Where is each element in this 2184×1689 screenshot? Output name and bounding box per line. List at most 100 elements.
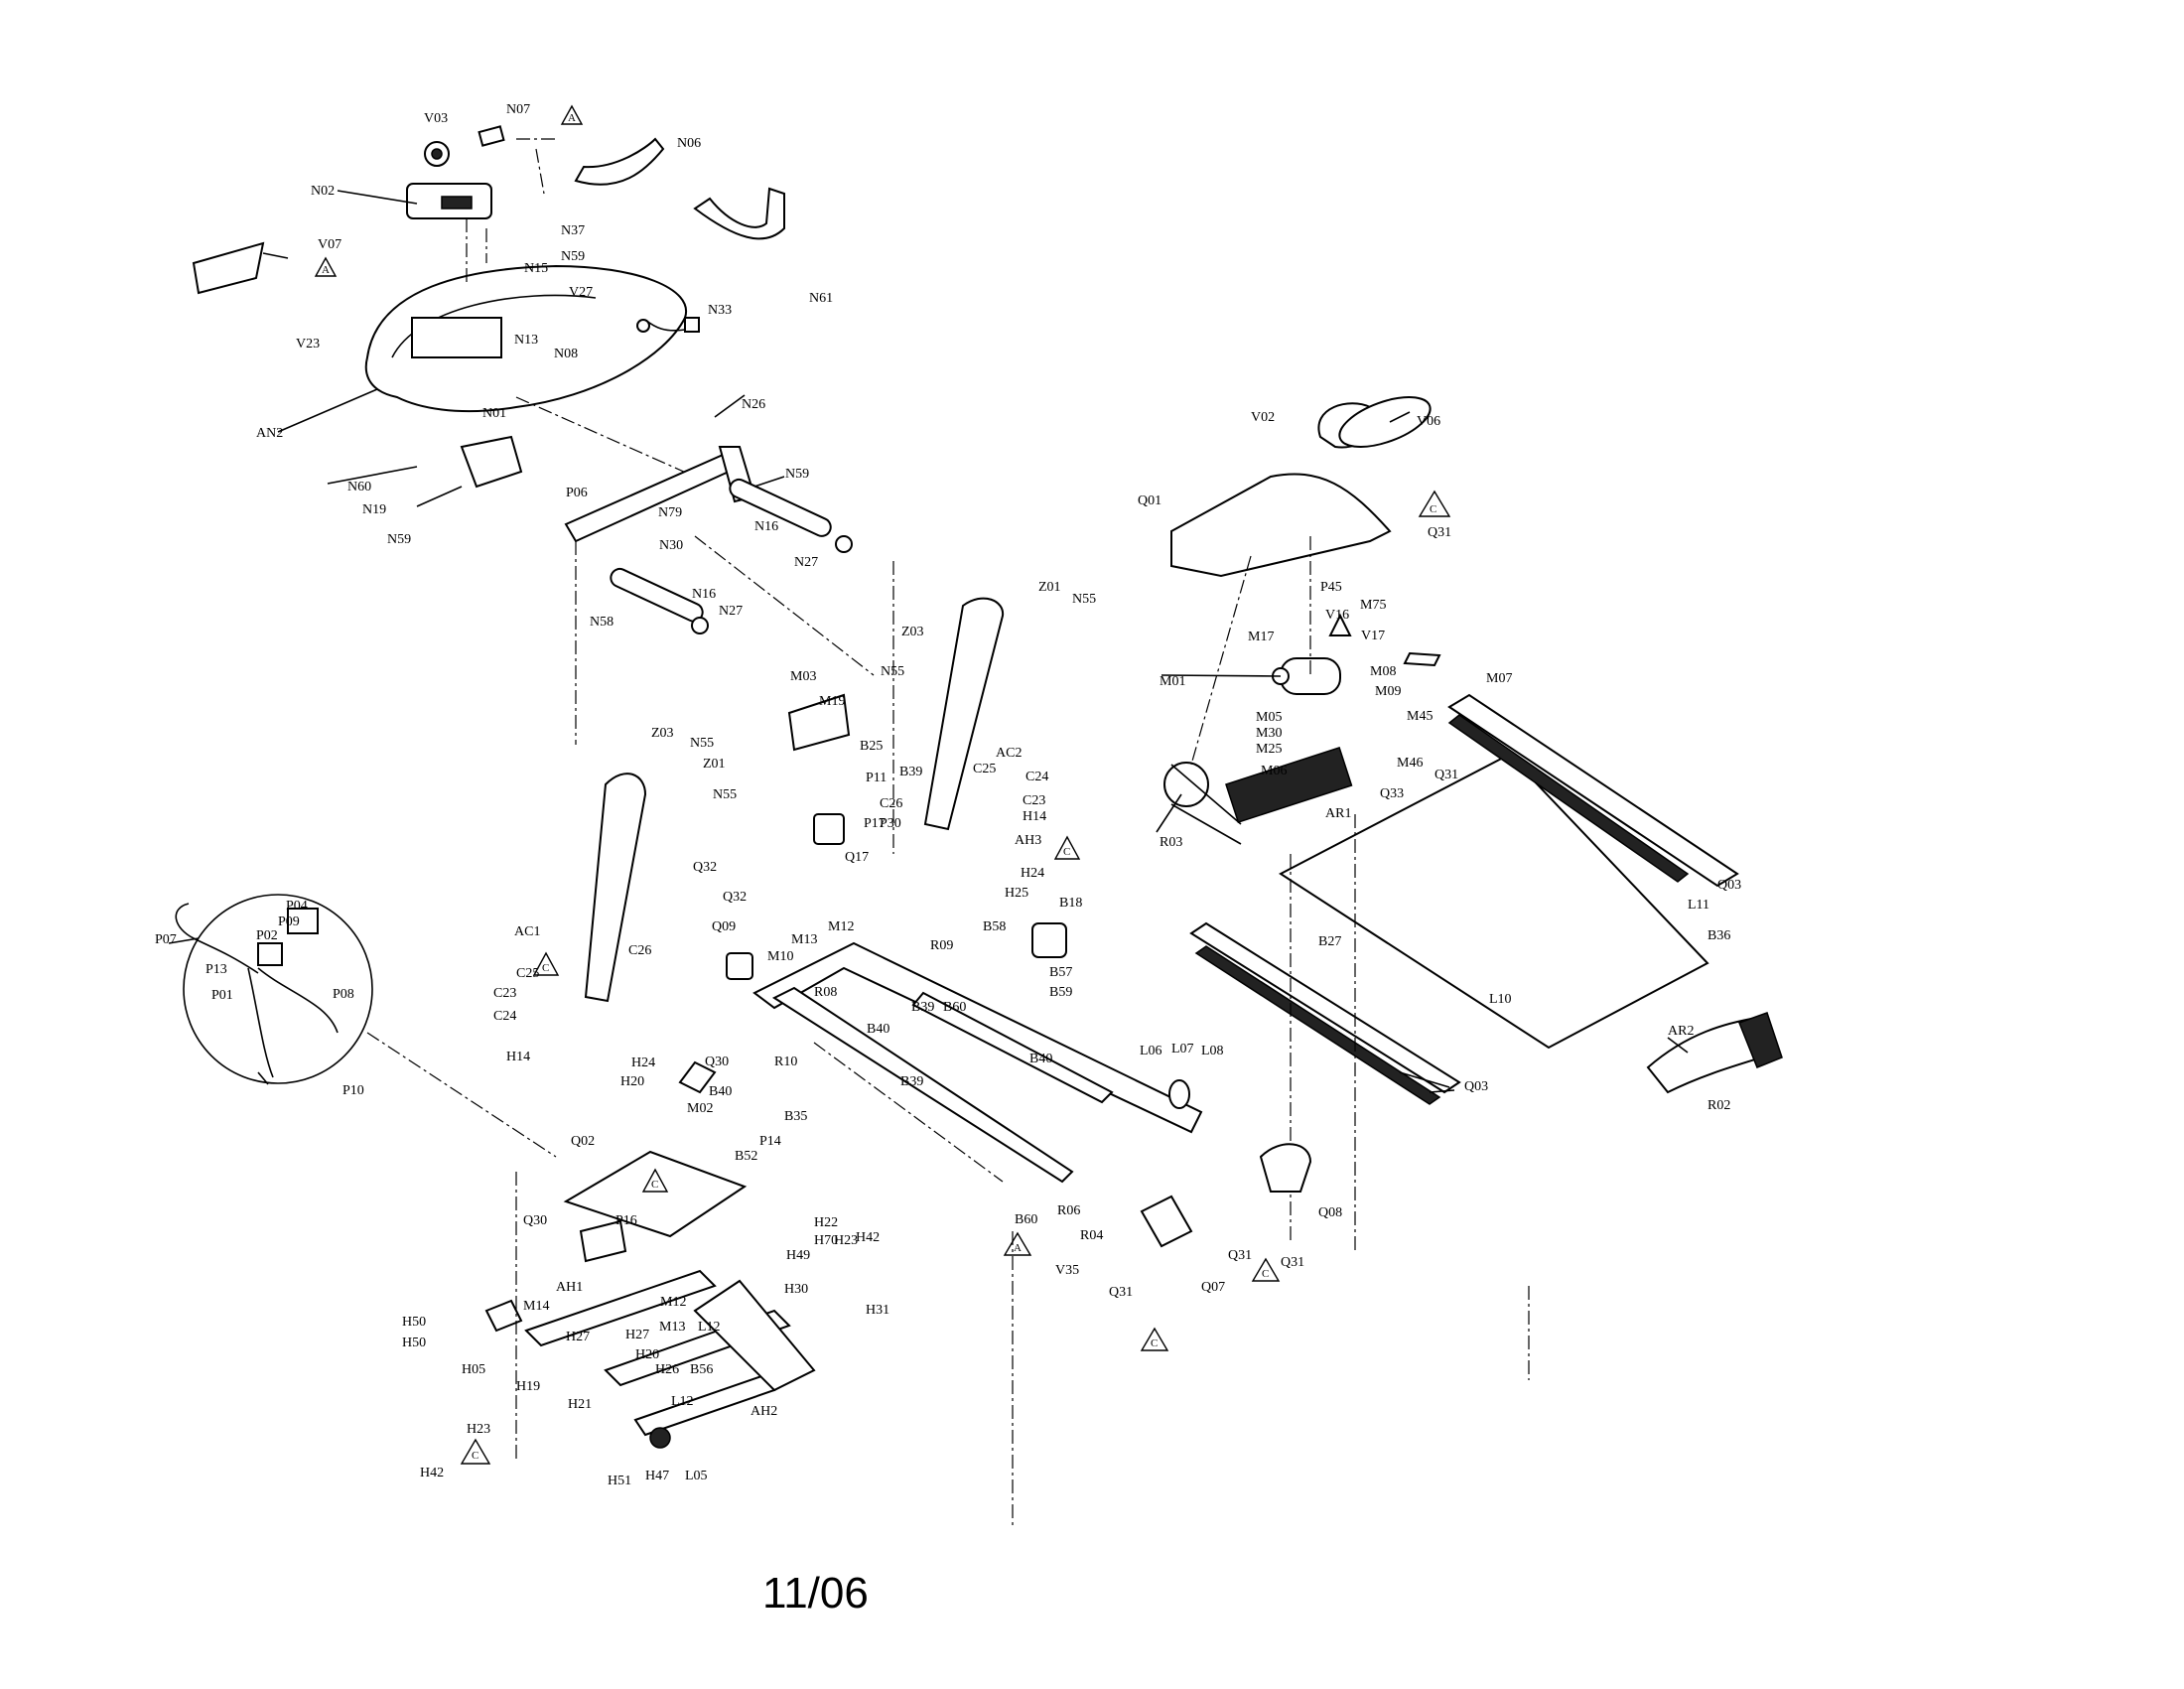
part-label: B60 xyxy=(1015,1212,1038,1227)
part-label: N06 xyxy=(677,136,702,151)
part-label: R06 xyxy=(1057,1203,1081,1218)
part-label: P45 xyxy=(1320,580,1342,595)
part-label: Q32 xyxy=(693,860,718,875)
part-label: M10 xyxy=(767,949,794,964)
part-label: Z03 xyxy=(901,625,924,639)
part-label: P16 xyxy=(615,1213,637,1228)
part-label: H24 xyxy=(631,1056,656,1070)
part-label: V07 xyxy=(318,237,342,252)
svg-text:C: C xyxy=(542,962,549,974)
svg-text:C: C xyxy=(1063,846,1070,858)
part-label: P10 xyxy=(342,1083,364,1098)
svg-text:A: A xyxy=(1014,1242,1022,1254)
part-label: N16 xyxy=(754,519,779,534)
part-label: B39 xyxy=(899,765,923,779)
part-label: M30 xyxy=(1256,726,1283,741)
part-label: C23 xyxy=(493,986,517,1001)
part-label: N27 xyxy=(719,604,744,619)
part-label: AH2 xyxy=(751,1404,778,1419)
part-label: P01 xyxy=(211,988,233,1003)
part-label: N01 xyxy=(482,406,507,421)
part-label: M45 xyxy=(1407,709,1433,724)
part-label: M75 xyxy=(1360,598,1387,613)
part-label: Q01 xyxy=(1138,493,1162,508)
part-label: B58 xyxy=(983,919,1007,934)
part-label: N59 xyxy=(387,532,412,547)
warning-triangles: A A C C C A C C C C xyxy=(314,104,1451,1465)
svg-text:C: C xyxy=(1262,1268,1269,1280)
part-label: H42 xyxy=(420,1466,445,1480)
part-label: H47 xyxy=(645,1469,670,1483)
part-label: V23 xyxy=(296,337,321,352)
part-label: M08 xyxy=(1370,664,1397,679)
uprights xyxy=(584,561,1005,1003)
part-label: N55 xyxy=(713,787,738,802)
part-label: R08 xyxy=(814,985,838,1000)
part-label: P04 xyxy=(286,899,308,914)
part-label: Q31 xyxy=(1109,1285,1134,1300)
part-label: Z03 xyxy=(651,726,674,741)
part-label: C25 xyxy=(973,762,997,776)
part-label: N07 xyxy=(506,102,531,117)
part-label: C26 xyxy=(880,796,903,811)
part-label: P17 xyxy=(864,816,886,831)
part-label: Q30 xyxy=(523,1213,548,1228)
warning-triangle: C xyxy=(641,1168,669,1193)
part-label: Q31 xyxy=(1428,525,1452,540)
part-label: B35 xyxy=(784,1109,808,1124)
part-label: B40 xyxy=(1029,1052,1053,1066)
warning-triangle: C xyxy=(532,951,560,976)
part-label: Q09 xyxy=(712,919,737,934)
part-label: B39 xyxy=(911,1000,935,1015)
part-label: P08 xyxy=(333,987,354,1002)
part-label: M07 xyxy=(1486,671,1513,686)
part-label: B52 xyxy=(735,1149,758,1164)
page-code-label: 11/06 xyxy=(762,1569,869,1618)
part-label: N79 xyxy=(658,505,683,520)
part-label: L12 xyxy=(698,1320,721,1335)
part-label: H42 xyxy=(856,1230,881,1245)
part-label: M12 xyxy=(660,1295,687,1310)
part-label: N55 xyxy=(881,664,905,679)
warning-triangle: C xyxy=(1053,835,1081,860)
motor-section xyxy=(1163,396,1441,845)
part-label: R02 xyxy=(1707,1098,1731,1113)
svg-text:C: C xyxy=(472,1450,478,1462)
part-label: H14 xyxy=(1023,809,1047,824)
part-label: H31 xyxy=(866,1303,890,1318)
part-label: R09 xyxy=(930,938,954,953)
part-label: L07 xyxy=(1171,1042,1194,1056)
part-label: AR2 xyxy=(1668,1024,1695,1039)
svg-text:A: A xyxy=(322,264,330,276)
part-label: Z01 xyxy=(1038,580,1061,595)
part-label: Q32 xyxy=(723,890,748,905)
part-label: P07 xyxy=(155,932,177,947)
part-label: B39 xyxy=(900,1074,924,1089)
part-label: B40 xyxy=(867,1022,890,1037)
part-label: Q31 xyxy=(1434,768,1459,782)
part-label: H24 xyxy=(1021,866,1045,881)
part-label: AH1 xyxy=(556,1280,584,1295)
deck-section xyxy=(1189,693,1783,1380)
part-label: N33 xyxy=(708,303,733,318)
part-label: M13 xyxy=(791,932,818,947)
part-label: R10 xyxy=(774,1055,798,1069)
part-label: N30 xyxy=(659,538,684,553)
part-label: AH3 xyxy=(1015,833,1042,848)
handlebar-assembly xyxy=(564,446,875,745)
part-label: Q33 xyxy=(1380,786,1405,801)
part-label: H51 xyxy=(608,1474,632,1488)
part-label: L08 xyxy=(1201,1044,1224,1058)
part-label: V16 xyxy=(1325,608,1350,623)
part-label: Z01 xyxy=(703,757,726,772)
part-label: N37 xyxy=(561,223,586,238)
part-label: L06 xyxy=(1140,1044,1162,1058)
part-label: P30 xyxy=(880,816,901,831)
part-label: N15 xyxy=(524,261,549,276)
part-label: N02 xyxy=(311,184,336,199)
part-label: P14 xyxy=(759,1134,781,1149)
part-label: M17 xyxy=(1248,630,1275,644)
part-label: C26 xyxy=(628,943,652,958)
part-label: B40 xyxy=(709,1084,733,1099)
